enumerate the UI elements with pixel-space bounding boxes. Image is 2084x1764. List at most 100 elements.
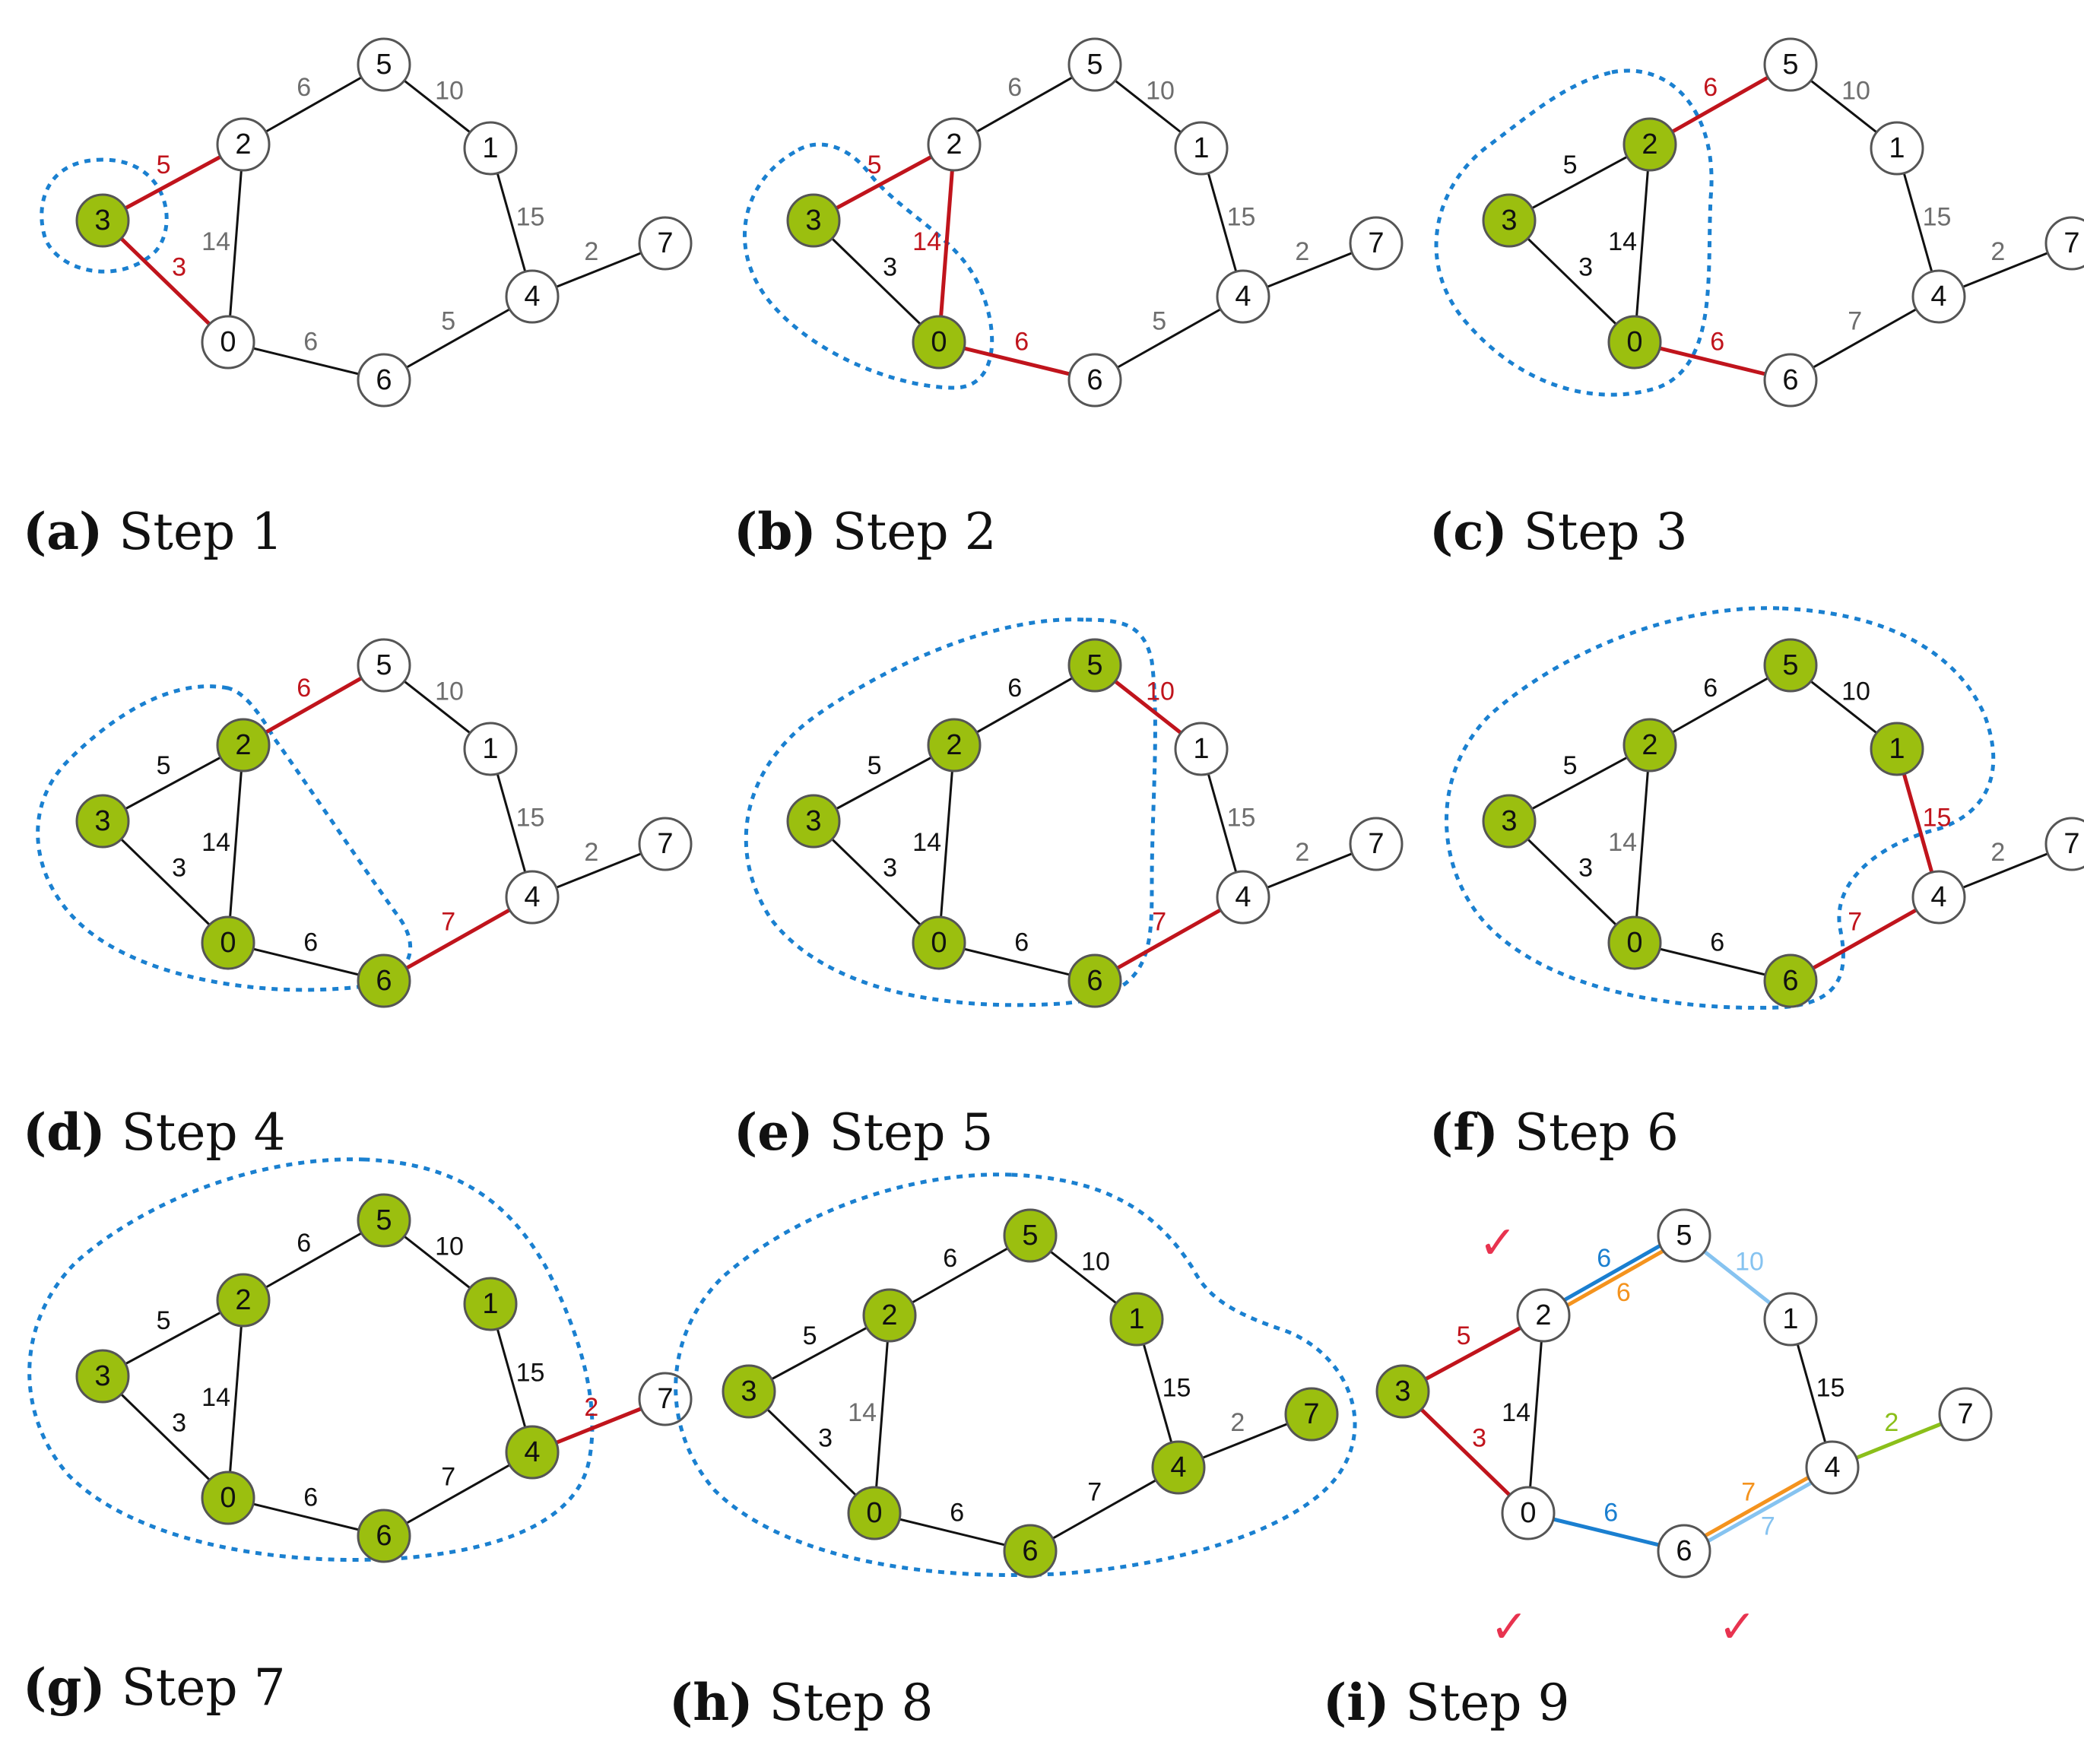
node-label: 1 [1889,132,1905,164]
edge-weight-label: 14 [1502,1398,1530,1427]
node-2 [927,718,982,773]
node-6 [1763,953,1818,1008]
node-label: 1 [482,1288,498,1320]
edge-weight-label: 2 [584,237,598,266]
node-label: 1 [1782,1303,1798,1335]
edge-2-0 [1633,144,1651,343]
node-label: 1 [482,132,498,164]
edge-weight-label: 10 [435,677,464,706]
node-7 [638,216,693,271]
node-label: 5 [1022,1220,1038,1252]
node-3 [1375,1364,1430,1419]
edge-weight-label: 5 [1563,151,1578,179]
panel-caption: (c) Step 3 [1429,502,1688,561]
edge-weight-label: 15 [1163,1373,1191,1402]
edge-weight-label: 14 [912,828,941,857]
edge-weight-label: 3 [818,1423,833,1452]
edge-weight-label: 14 [912,227,941,256]
panel-caption: (f) Step 6 [1429,1102,1679,1162]
node-2 [216,117,271,172]
edge-weight-label: 3 [1472,1423,1486,1452]
node-0 [201,315,255,370]
node-label: 2 [235,128,251,160]
node-label: 0 [1626,326,1642,358]
edge-3-0 [747,1390,876,1515]
node-label: 5 [1782,649,1798,681]
node-label: 1 [1128,1303,1144,1335]
node-label: 4 [1235,881,1251,913]
node-label: 4 [1930,881,1946,913]
panel-label: (f) [1429,1102,1499,1162]
node-0 [201,1471,255,1525]
node-0 [1607,315,1662,370]
node-label: 7 [2063,828,2079,860]
node-0 [912,315,966,370]
node-1 [463,722,518,776]
node-0 [847,1486,902,1540]
edge-6-4 [1029,1466,1179,1553]
node-4 [1216,269,1270,324]
edge-weight-label: 7 [1848,907,1862,936]
node-7 [1349,817,1404,871]
node-label: 5 [1086,49,1102,81]
edge-2-0 [227,744,245,944]
node-6 [357,353,411,408]
node-2 [927,117,982,172]
node-label: 7 [1368,227,1384,259]
cluster-outline [742,142,994,390]
node-label: 3 [1394,1375,1410,1407]
edge-2-0 [227,1299,245,1499]
node-label: 5 [1676,1220,1692,1252]
edge-weight-label: 7 [1761,1512,1775,1541]
edge-weight-label: 7 [441,1462,455,1491]
node-0 [1607,915,1662,970]
node-3 [1482,193,1537,248]
node-label: 7 [1303,1398,1319,1430]
node-label: 5 [376,49,392,81]
node-6 [1657,1524,1711,1578]
node-4 [1216,870,1270,925]
edge-weight-label: 6 [303,328,318,357]
node-label: 7 [1368,828,1384,860]
node-6 [357,953,411,1008]
panel-label: (h) [669,1673,753,1732]
cluster-outline [36,684,413,992]
node-label: 0 [931,927,947,959]
edge-weight-label: 7 [441,907,455,936]
edge-weight-label: 3 [883,252,897,281]
panel-caption: (i) Step 9 [1323,1673,1570,1732]
edge-weight-label: 2 [584,1393,598,1422]
node-label: 3 [805,805,821,837]
panel-title: Step 6 [1514,1103,1679,1162]
edge-weight-label: 15 [1227,202,1256,231]
node-label: 6 [1782,965,1798,997]
edge-weight-label: 5 [868,151,882,179]
edge-weight-label: 5 [1457,1321,1471,1350]
node-label: 0 [866,1497,882,1529]
edge-weight-label: 2 [1230,1408,1245,1437]
edge-6-4 [1790,295,1940,382]
edge-weight-label: 15 [1816,1373,1845,1402]
edge-weight-label: 15 [516,1358,545,1387]
node-7 [1349,216,1404,271]
node-label: 6 [1022,1535,1038,1567]
edge-weight-label: 2 [1295,838,1309,867]
edge-2-0 [937,144,956,343]
edge-6-4 [382,895,534,983]
edge-weight-label: 6 [303,928,318,957]
panel-label: (i) [1323,1673,1390,1732]
node-label: 5 [1782,49,1798,81]
node-1 [463,121,518,176]
node-label: 2 [235,729,251,761]
edge-weight-label: 6 [1710,328,1724,357]
edge-weight-label: 6 [1007,73,1022,102]
edge-weight-label: 6 [297,73,311,102]
